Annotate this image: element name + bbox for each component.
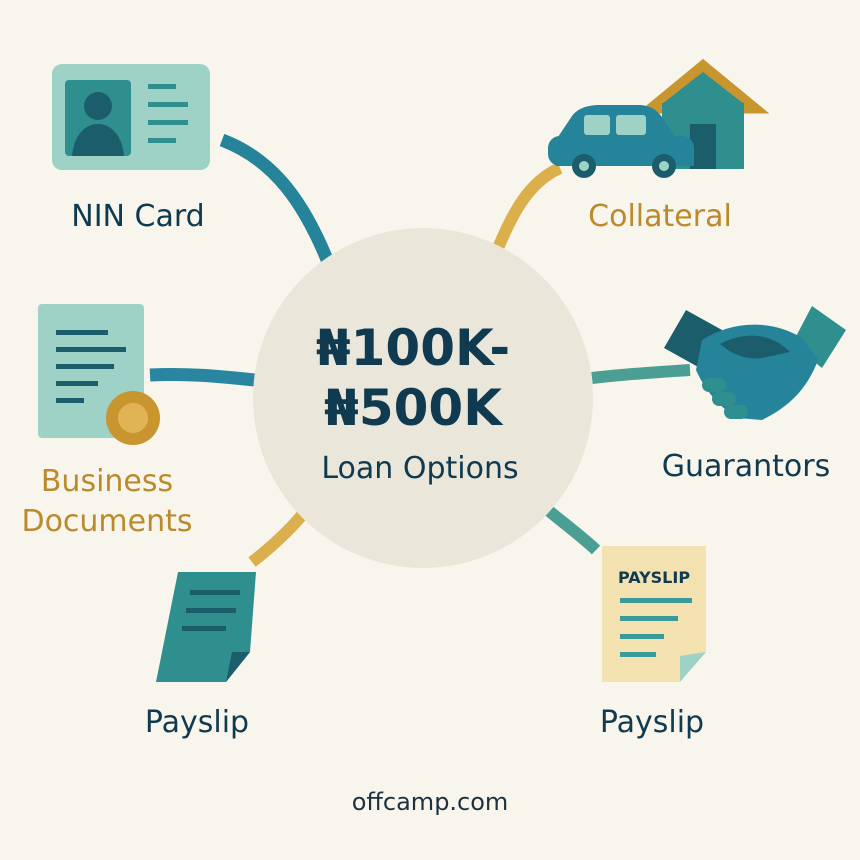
connector-payslip-left xyxy=(248,511,307,567)
payslip-right-label: Payslip xyxy=(600,705,704,740)
center-amount-line1: ₦100K- xyxy=(316,319,510,377)
connector-guarantors xyxy=(591,364,691,384)
certificate-document-icon xyxy=(38,304,160,445)
center-subtitle: Loan Options xyxy=(321,451,518,486)
business-documents-label-line1: Business xyxy=(41,464,173,499)
connector-nin-card xyxy=(219,133,335,265)
id-card-icon xyxy=(52,64,210,170)
connector-collateral xyxy=(492,162,563,251)
payslip-document-icon: PAYSLIP xyxy=(602,546,706,682)
document-icon xyxy=(156,572,256,682)
footer-website: offcamp.com xyxy=(352,788,509,816)
payslip-left-label: Payslip xyxy=(145,705,249,740)
guarantors-label: Guarantors xyxy=(662,449,830,484)
car-house-icon xyxy=(548,58,770,178)
payslip-doc-title: PAYSLIP xyxy=(618,568,690,587)
connector-payslip-right xyxy=(544,505,601,555)
nin-card-label: NIN Card xyxy=(71,199,204,234)
handshake-icon xyxy=(664,306,846,420)
connector-business-documents xyxy=(149,367,256,387)
center-amount-line2: ₦500K xyxy=(324,379,504,437)
business-documents-label-line2: Documents xyxy=(21,504,192,539)
center-circle xyxy=(253,228,593,568)
collateral-label: Collateral xyxy=(588,199,732,234)
